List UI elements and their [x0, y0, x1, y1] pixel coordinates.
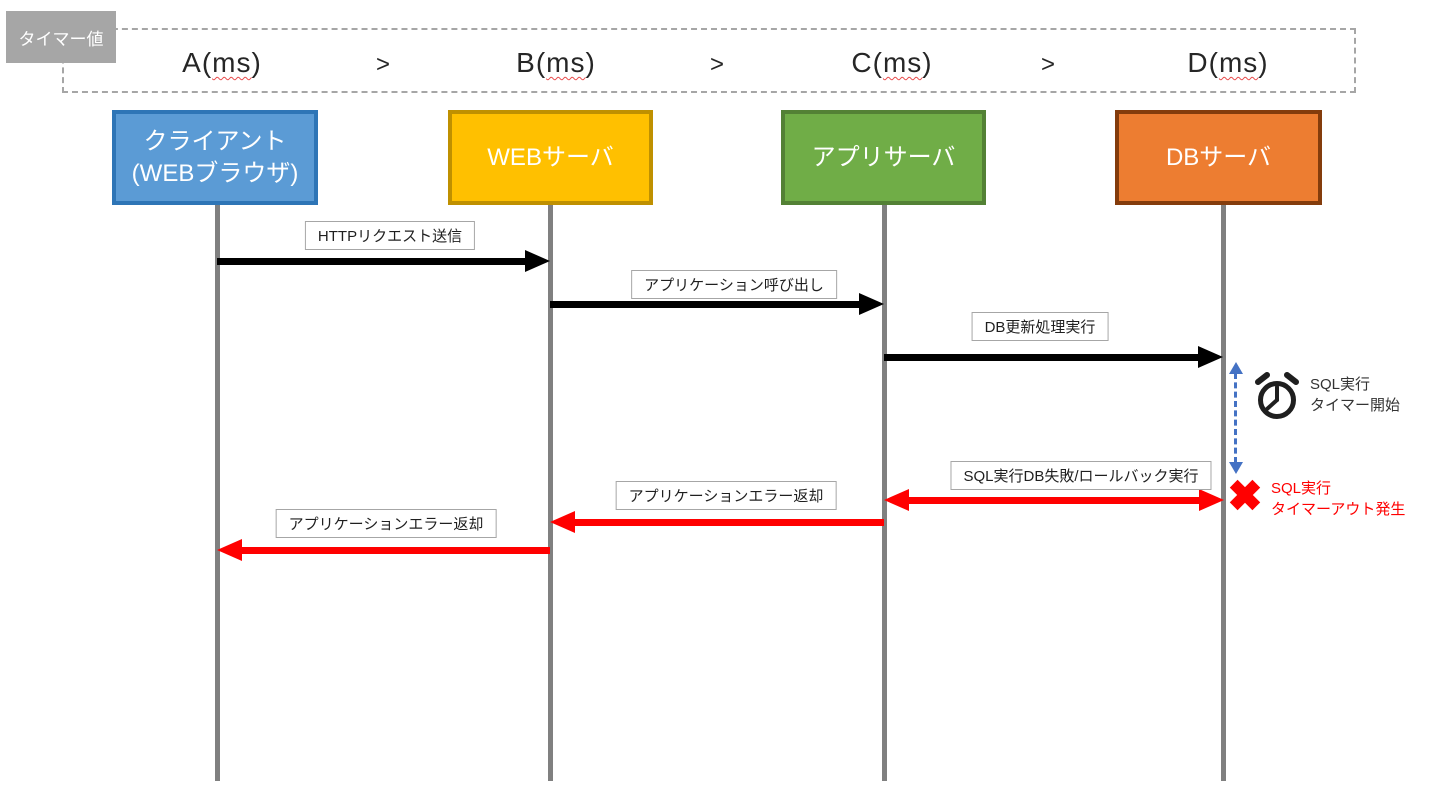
timer-value-d: D(ms)	[1187, 47, 1269, 78]
message-label-db-update: DB更新処理実行	[971, 312, 1109, 341]
arrow-app-error-return	[574, 519, 884, 526]
timeout-x-icon	[1229, 479, 1261, 511]
arrow-web-error-return	[241, 547, 550, 554]
actor-app-server: アプリサーバ	[781, 110, 986, 205]
arrow-http-request	[217, 258, 525, 265]
timer-value-b: B(ms)	[516, 47, 596, 78]
alarm-clock-icon	[1255, 372, 1299, 419]
arrowhead-down-icon	[1229, 462, 1243, 474]
message-label-http-request: HTTPリクエスト送信	[304, 221, 476, 250]
timer-separator: >	[1040, 51, 1056, 78]
message-label-sql-fail: SQL実行DB失敗/ロールバック実行	[950, 461, 1212, 490]
message-label-app-error-1: アプリケーションエラー返却	[615, 481, 837, 510]
arrowhead-right-icon	[1198, 346, 1223, 368]
arrow-app-call	[550, 301, 859, 308]
arrow-db-update	[884, 354, 1198, 361]
arrowhead-right-icon	[525, 250, 550, 272]
actor-client: クライアント (WEBブラウザ)	[112, 110, 318, 205]
arrowhead-left-icon	[550, 511, 575, 533]
timer-value-a: A(ms)	[182, 47, 262, 78]
arrowhead-right-icon	[1199, 489, 1224, 511]
timer-separator: >	[709, 51, 725, 78]
timer-start-label: SQL実行 タイマー開始	[1310, 376, 1401, 414]
lifeline-web-server	[548, 205, 553, 781]
arrowhead-up-icon	[1229, 362, 1243, 374]
arrowhead-left-icon	[217, 539, 242, 561]
timer-timeout-label: SQL実行 タイマーアウト発生	[1271, 480, 1406, 518]
timer-value-c: C(ms)	[851, 47, 933, 78]
arrow-sql-fail-rollback	[908, 497, 1199, 504]
actor-db-server: DBサーバ	[1115, 110, 1322, 205]
timer-band-box	[62, 28, 1356, 93]
arrowhead-right-icon	[859, 293, 884, 315]
actor-web-server: WEBサーバ	[448, 110, 653, 205]
lifeline-client	[215, 205, 220, 781]
arrowhead-left-icon	[884, 489, 909, 511]
timer-span-dashed-line	[1234, 373, 1237, 463]
message-label-app-error-2: アプリケーションエラー返却	[275, 509, 497, 538]
timer-value-chip: タイマー値	[6, 11, 116, 63]
message-label-app-call: アプリケーション呼び出し	[631, 270, 837, 299]
timer-separator: >	[375, 51, 391, 78]
